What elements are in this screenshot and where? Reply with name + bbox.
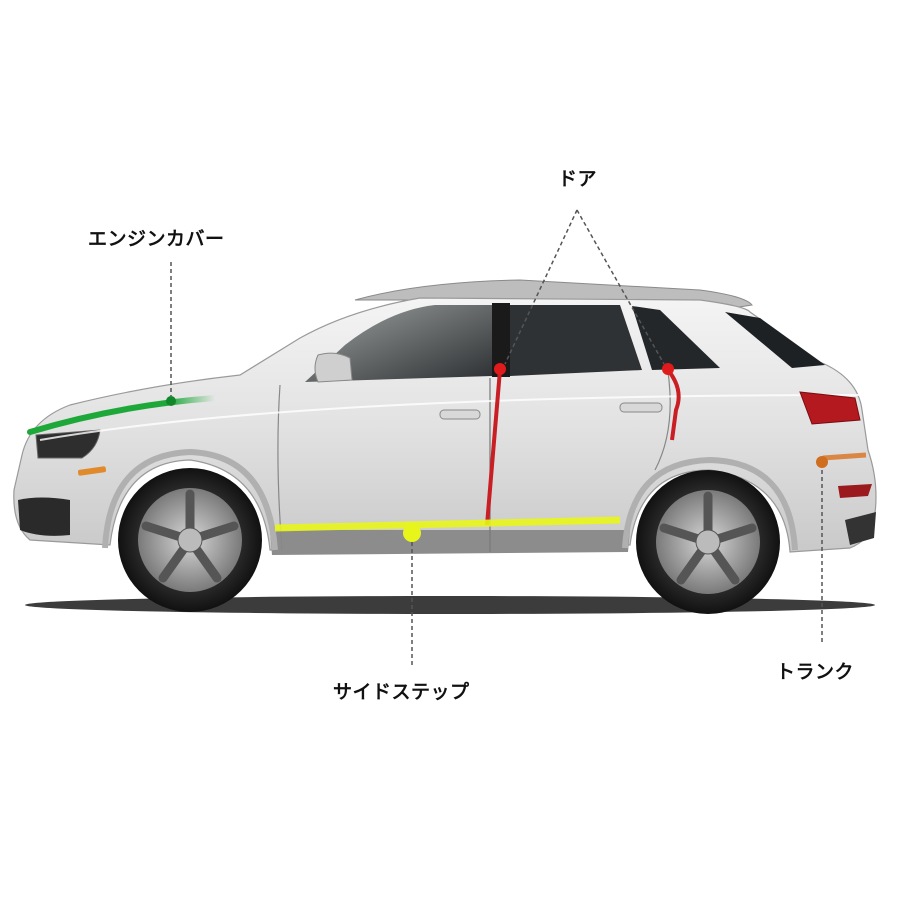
side-step-seal: [274, 516, 621, 668]
front-wheel: [118, 468, 262, 612]
trunk-label: トランク: [776, 661, 855, 683]
door-label: ドア: [558, 168, 598, 190]
door-seal: [485, 209, 681, 526]
rear-wheel: [636, 470, 780, 614]
engine-cover-label: エンジンカバー: [88, 228, 225, 250]
side-step-label: サイドステップ: [333, 681, 470, 703]
engine-cover-seal: [27, 262, 218, 435]
ground-shadow: [25, 596, 875, 614]
car-body: [13, 279, 877, 555]
trunk-seal: [816, 452, 867, 645]
